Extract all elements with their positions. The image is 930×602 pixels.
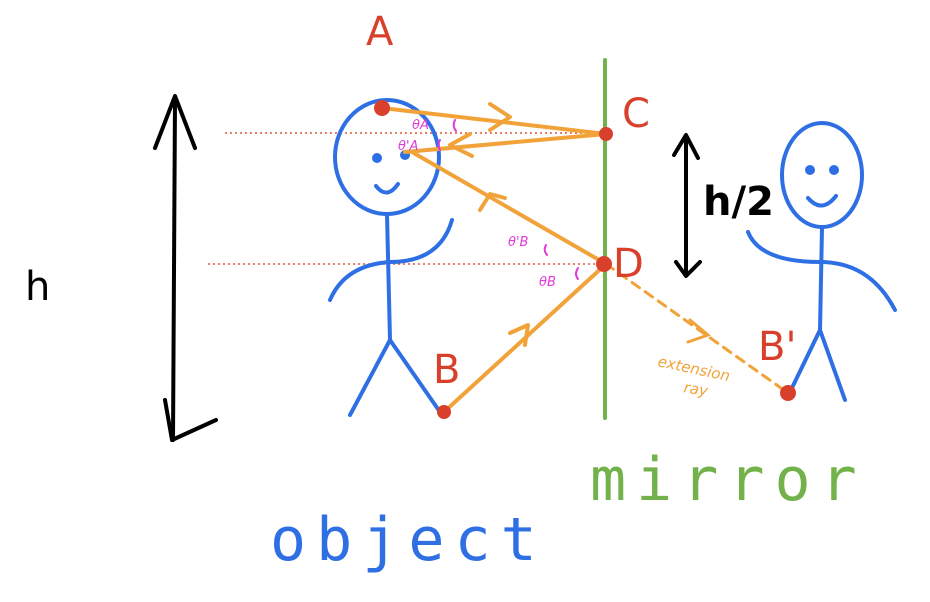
angle-arcs [437,119,579,280]
label-angle-a-prime: θ'A [398,139,418,154]
caption-mirror: mirror [590,445,867,515]
label-b: B [433,347,460,393]
arrowhead-bd [508,323,530,347]
label-height: h [25,264,50,310]
point-b-image-marker [780,385,796,401]
arrowhead-de [478,192,507,212]
object-figure [328,98,454,417]
point-d-marker [596,256,612,272]
point-a-marker [374,100,390,116]
arrowhead-ac [488,102,512,132]
ray-a-to-c [380,106,608,136]
extension-ray [604,262,790,395]
image-figure [746,121,897,402]
ray-d-to-eye [410,150,608,266]
label-angle-a: θA [412,118,429,133]
points [374,100,796,419]
label-a: A [366,9,394,55]
caption-object: object [270,505,547,575]
arrowhead-ce [448,132,474,158]
image-eye-right [829,165,839,175]
half-height-arrow [672,133,702,278]
label-c: C [622,91,650,137]
label-b-image: B' [758,324,796,370]
label-angle-b: θB [539,275,556,290]
object-eye-left [372,153,382,163]
height-arrow [153,94,218,442]
image-eye-left [805,165,815,175]
label-d: D [613,241,644,287]
label-extension-2: ray [682,378,710,400]
label-angle-b-prime: θ'B [508,235,529,250]
label-half-height: h/2 [703,179,774,225]
point-c-marker [599,127,613,141]
point-b-marker [437,405,451,419]
